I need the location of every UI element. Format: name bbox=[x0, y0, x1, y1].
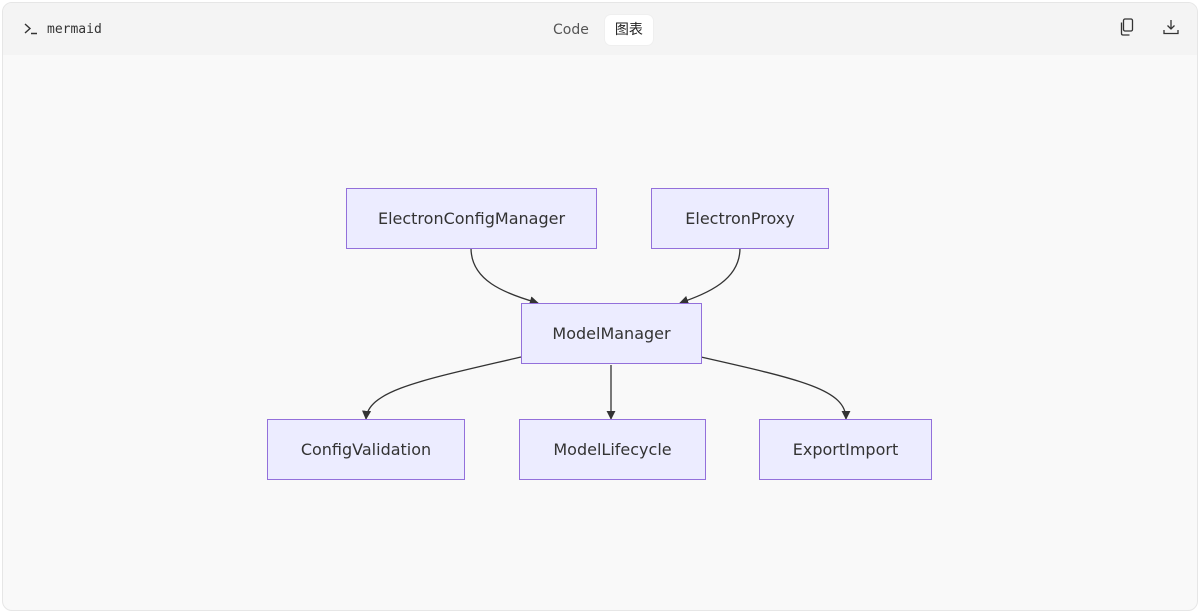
copy-button[interactable] bbox=[1117, 18, 1137, 40]
toolbar-actions bbox=[1117, 18, 1181, 40]
node-electron-proxy: ElectronProxy bbox=[651, 188, 829, 249]
download-icon bbox=[1162, 18, 1180, 40]
edge-electronconfigmanager-to-modelmanager bbox=[470, 247, 539, 306]
language-label: mermaid bbox=[23, 21, 102, 37]
diagram-edges bbox=[362, 247, 851, 420]
view-tabs: Code 图表 bbox=[543, 14, 653, 46]
node-export-import: ExportImport bbox=[759, 419, 932, 480]
edge-modelmanager-to-exportimport bbox=[700, 356, 851, 420]
edge-modelmanager-to-configvalidation bbox=[362, 356, 522, 420]
edge-electronproxy-to-modelmanager bbox=[679, 247, 741, 305]
node-model-manager: ModelManager bbox=[521, 303, 702, 364]
node-electron-config-manager: ElectronConfigManager bbox=[346, 188, 597, 249]
code-block-toolbar: mermaid Code 图表 bbox=[3, 3, 1197, 55]
tab-diagram[interactable]: 图表 bbox=[604, 15, 653, 45]
tab-code[interactable]: Code bbox=[553, 22, 589, 38]
copy-icon bbox=[1119, 18, 1135, 40]
language-name: mermaid bbox=[47, 21, 102, 37]
diagram-canvas: ElectronConfigManager ElectronProxy Mode… bbox=[3, 55, 1197, 610]
node-config-validation: ConfigValidation bbox=[267, 419, 465, 480]
node-model-lifecycle: ModelLifecycle bbox=[519, 419, 706, 480]
download-button[interactable] bbox=[1161, 19, 1181, 39]
terminal-prompt-icon bbox=[23, 21, 39, 37]
